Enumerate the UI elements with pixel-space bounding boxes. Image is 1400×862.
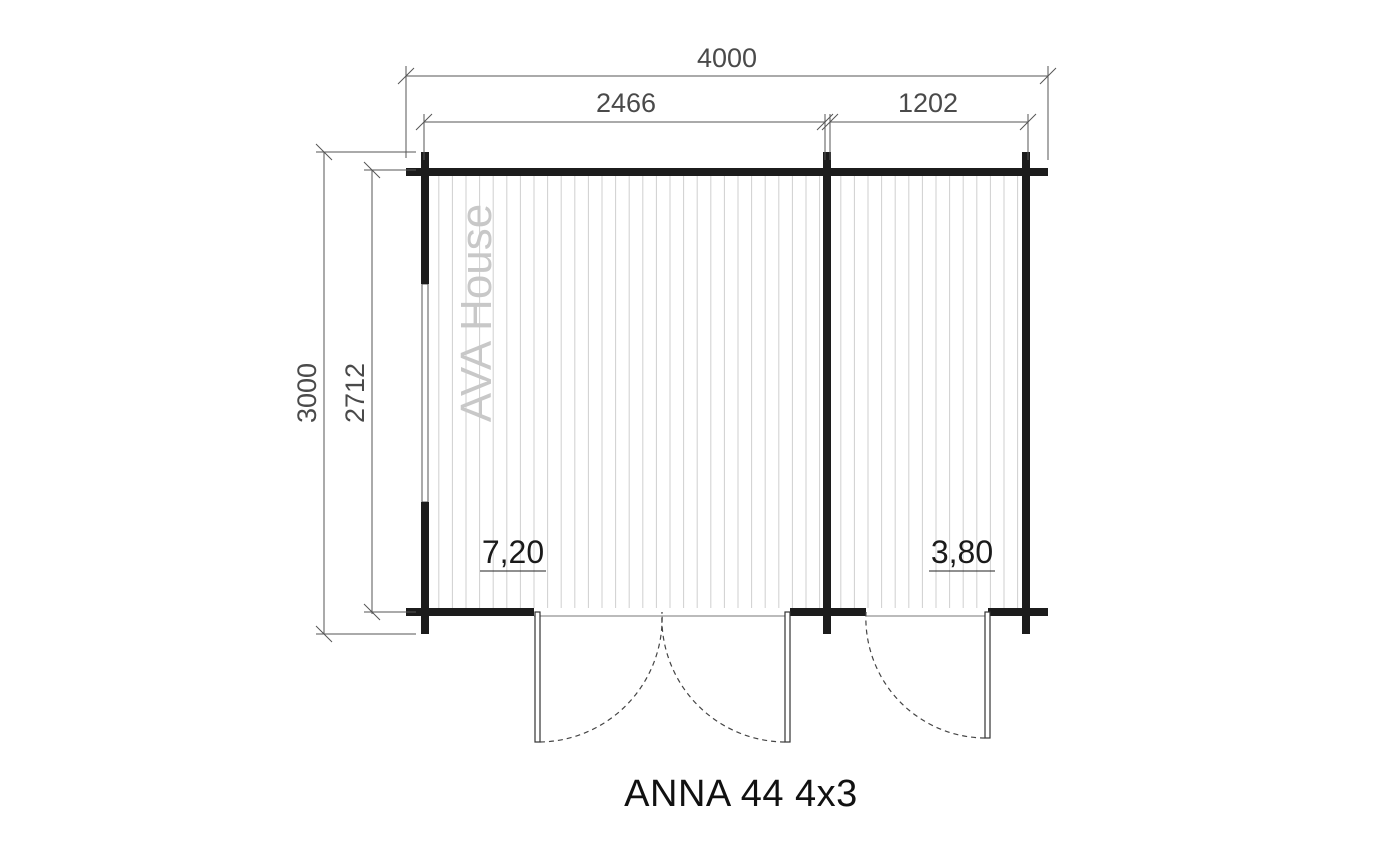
door-leaf-left <box>534 611 541 743</box>
dim-left-room-width: 2466 <box>596 88 656 118</box>
door-swing-single <box>865 611 986 739</box>
dim-total-width: 4000 <box>697 43 757 73</box>
door-swing-left <box>539 611 663 743</box>
left-wall-top <box>421 152 429 284</box>
door-leaf-single <box>984 611 991 739</box>
single-door <box>865 611 991 739</box>
bottom-wall-left <box>406 608 534 616</box>
right-wall <box>1022 152 1030 634</box>
left-wall-bottom <box>421 502 429 634</box>
door-leaf-right <box>784 611 791 743</box>
floor-boards <box>438 176 1019 608</box>
dim-right-room-width: 1202 <box>898 88 958 118</box>
walls <box>406 152 1048 634</box>
bottom-wall-right <box>988 608 1048 616</box>
room-area-right: 3,80 <box>931 534 993 570</box>
dimension-lines <box>315 66 1057 643</box>
top-wall <box>406 168 1048 176</box>
dim-inner-depth: 2712 <box>340 363 370 423</box>
plan-title: ANNA 44 4x3 <box>624 773 858 815</box>
room-area-left: 7,20 <box>482 534 544 570</box>
partition-wall <box>823 152 831 634</box>
dim-total-depth: 3000 <box>292 363 322 423</box>
door-swing-right <box>661 611 786 743</box>
watermark-logo-text: AVA House <box>452 204 501 423</box>
double-door <box>534 611 791 743</box>
left-window <box>421 283 429 503</box>
